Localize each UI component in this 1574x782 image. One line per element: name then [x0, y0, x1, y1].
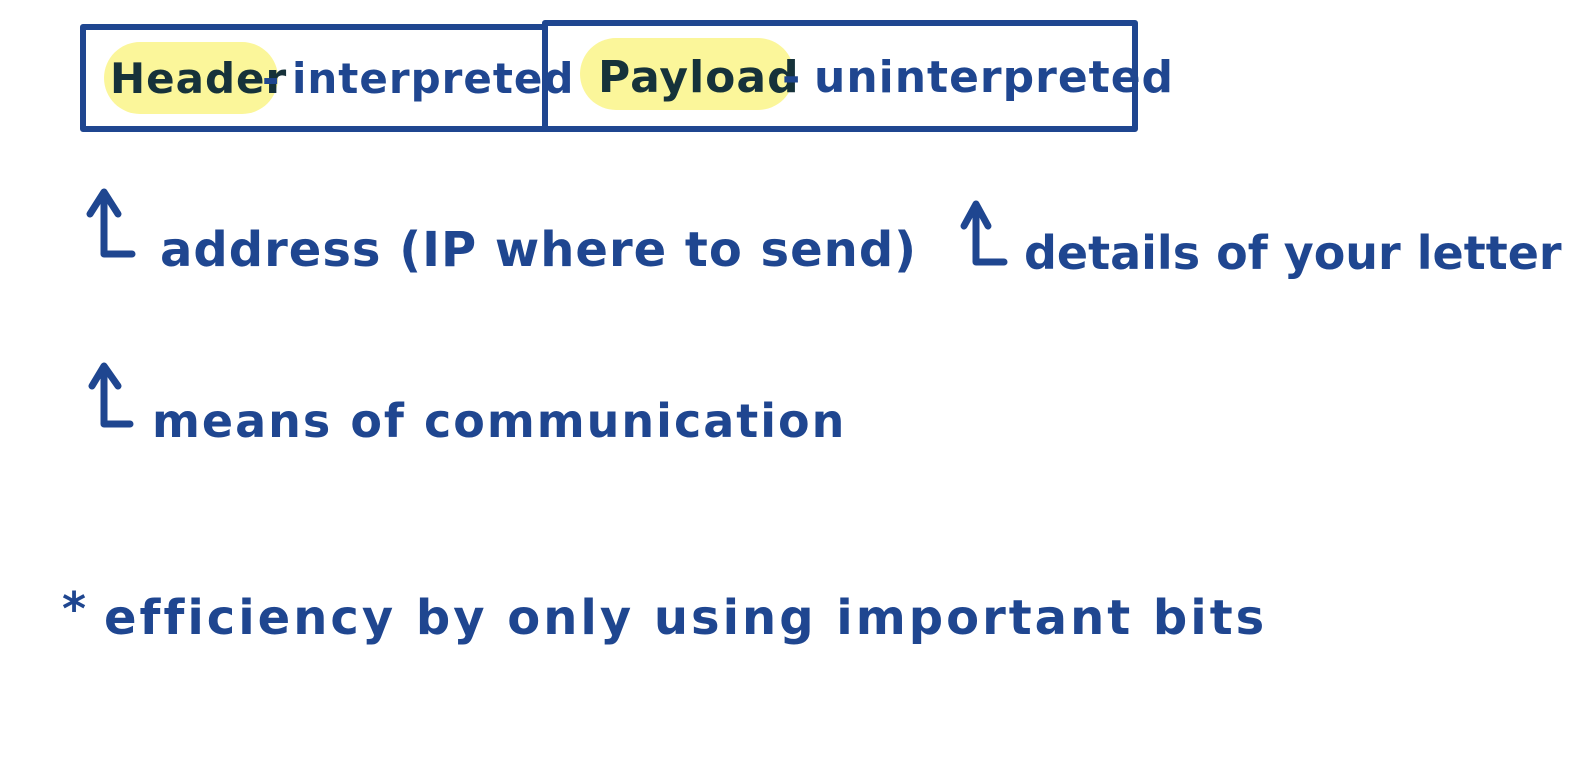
note-efficiency: efficiency by only using important bits — [104, 590, 1268, 646]
payload-box — [542, 20, 1138, 132]
header-desc: interpreted — [292, 54, 575, 103]
header-highlight — [104, 42, 278, 114]
arrow-address-icon — [86, 188, 136, 258]
header-dash: - — [262, 54, 281, 103]
note-efficiency-star: * — [62, 582, 88, 636]
arrow-means-icon — [88, 362, 134, 428]
payload-dash: - — [782, 52, 802, 103]
payload-label: Payload — [598, 52, 800, 103]
note-details: details of your letter — [1024, 226, 1562, 280]
note-address: address (IP where to send) — [160, 222, 918, 278]
note-means: means of communication — [152, 394, 847, 448]
arrow-details-icon — [960, 200, 1008, 266]
header-label: Header — [110, 54, 288, 103]
payload-desc: uninterpreted — [814, 52, 1175, 103]
payload-highlight — [580, 38, 794, 110]
